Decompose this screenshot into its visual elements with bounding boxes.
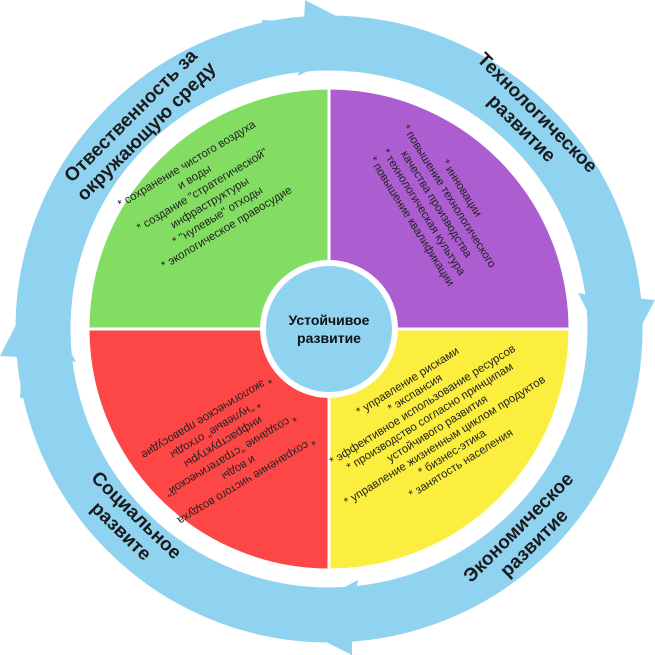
arrow-head-bottom — [282, 580, 396, 655]
quadrants — [86, 86, 572, 572]
arrow-head-top — [260, 0, 375, 76]
arrow-head-right — [578, 255, 655, 370]
quadrant-technology — [327, 86, 572, 331]
center-circle — [260, 260, 398, 398]
center-title-line-2: развитие — [297, 330, 361, 346]
quadrant-economy — [327, 327, 572, 572]
quadrant-social — [86, 327, 331, 572]
center-hub: Устойчивое развитие — [260, 260, 398, 398]
quadrant-environment — [86, 86, 331, 331]
center-title-line-1: Устойчивое — [289, 312, 370, 328]
arrow-head-left — [0, 286, 76, 400]
